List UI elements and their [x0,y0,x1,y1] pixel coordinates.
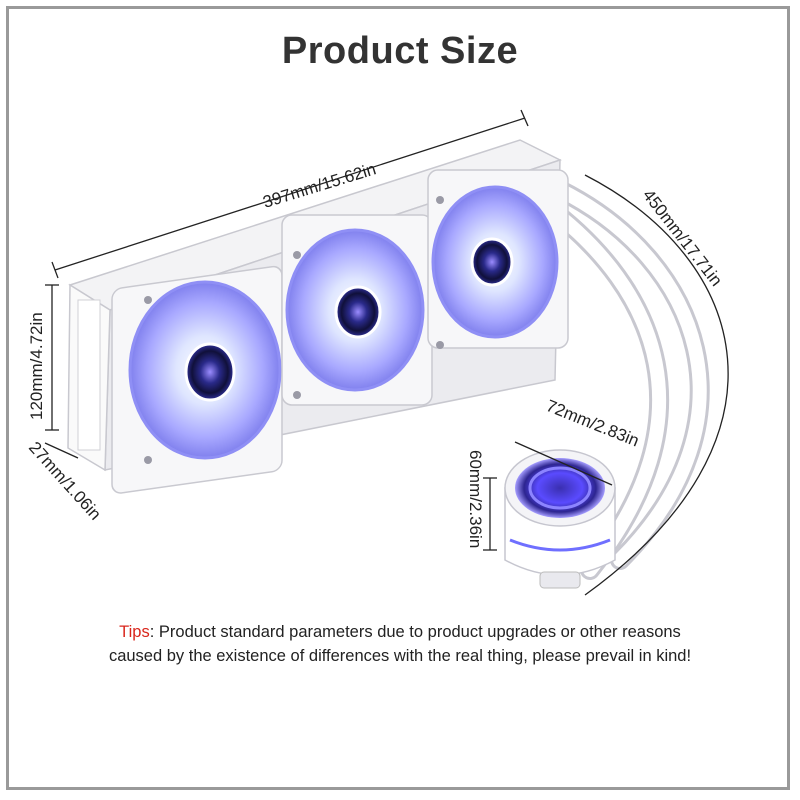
tips-text-2: caused by the existence of differences w… [108,647,692,665]
radiator-height-label: 120mm/4.72in [27,312,46,420]
dimension-lines [44,109,729,596]
tips-separator: : [149,623,155,641]
tips-note: Tips: Product standard parameters due to… [0,620,800,668]
coolant-tubes [535,180,710,580]
fan-3 [427,169,569,349]
fan-1 [111,265,283,494]
page-title: Product Size [281,30,519,72]
tips-text-1: Product standard parameters due to produ… [154,623,681,641]
tips-label: Tips [119,623,150,641]
fan-2 [281,214,433,406]
pump-diameter-label: 72mm/2.83in [544,396,642,450]
tips-line-1: Tips: Product standard parameters due to… [0,620,800,644]
pump-height-label: 60mm/2.36in [466,450,485,548]
pump-head [504,449,616,589]
